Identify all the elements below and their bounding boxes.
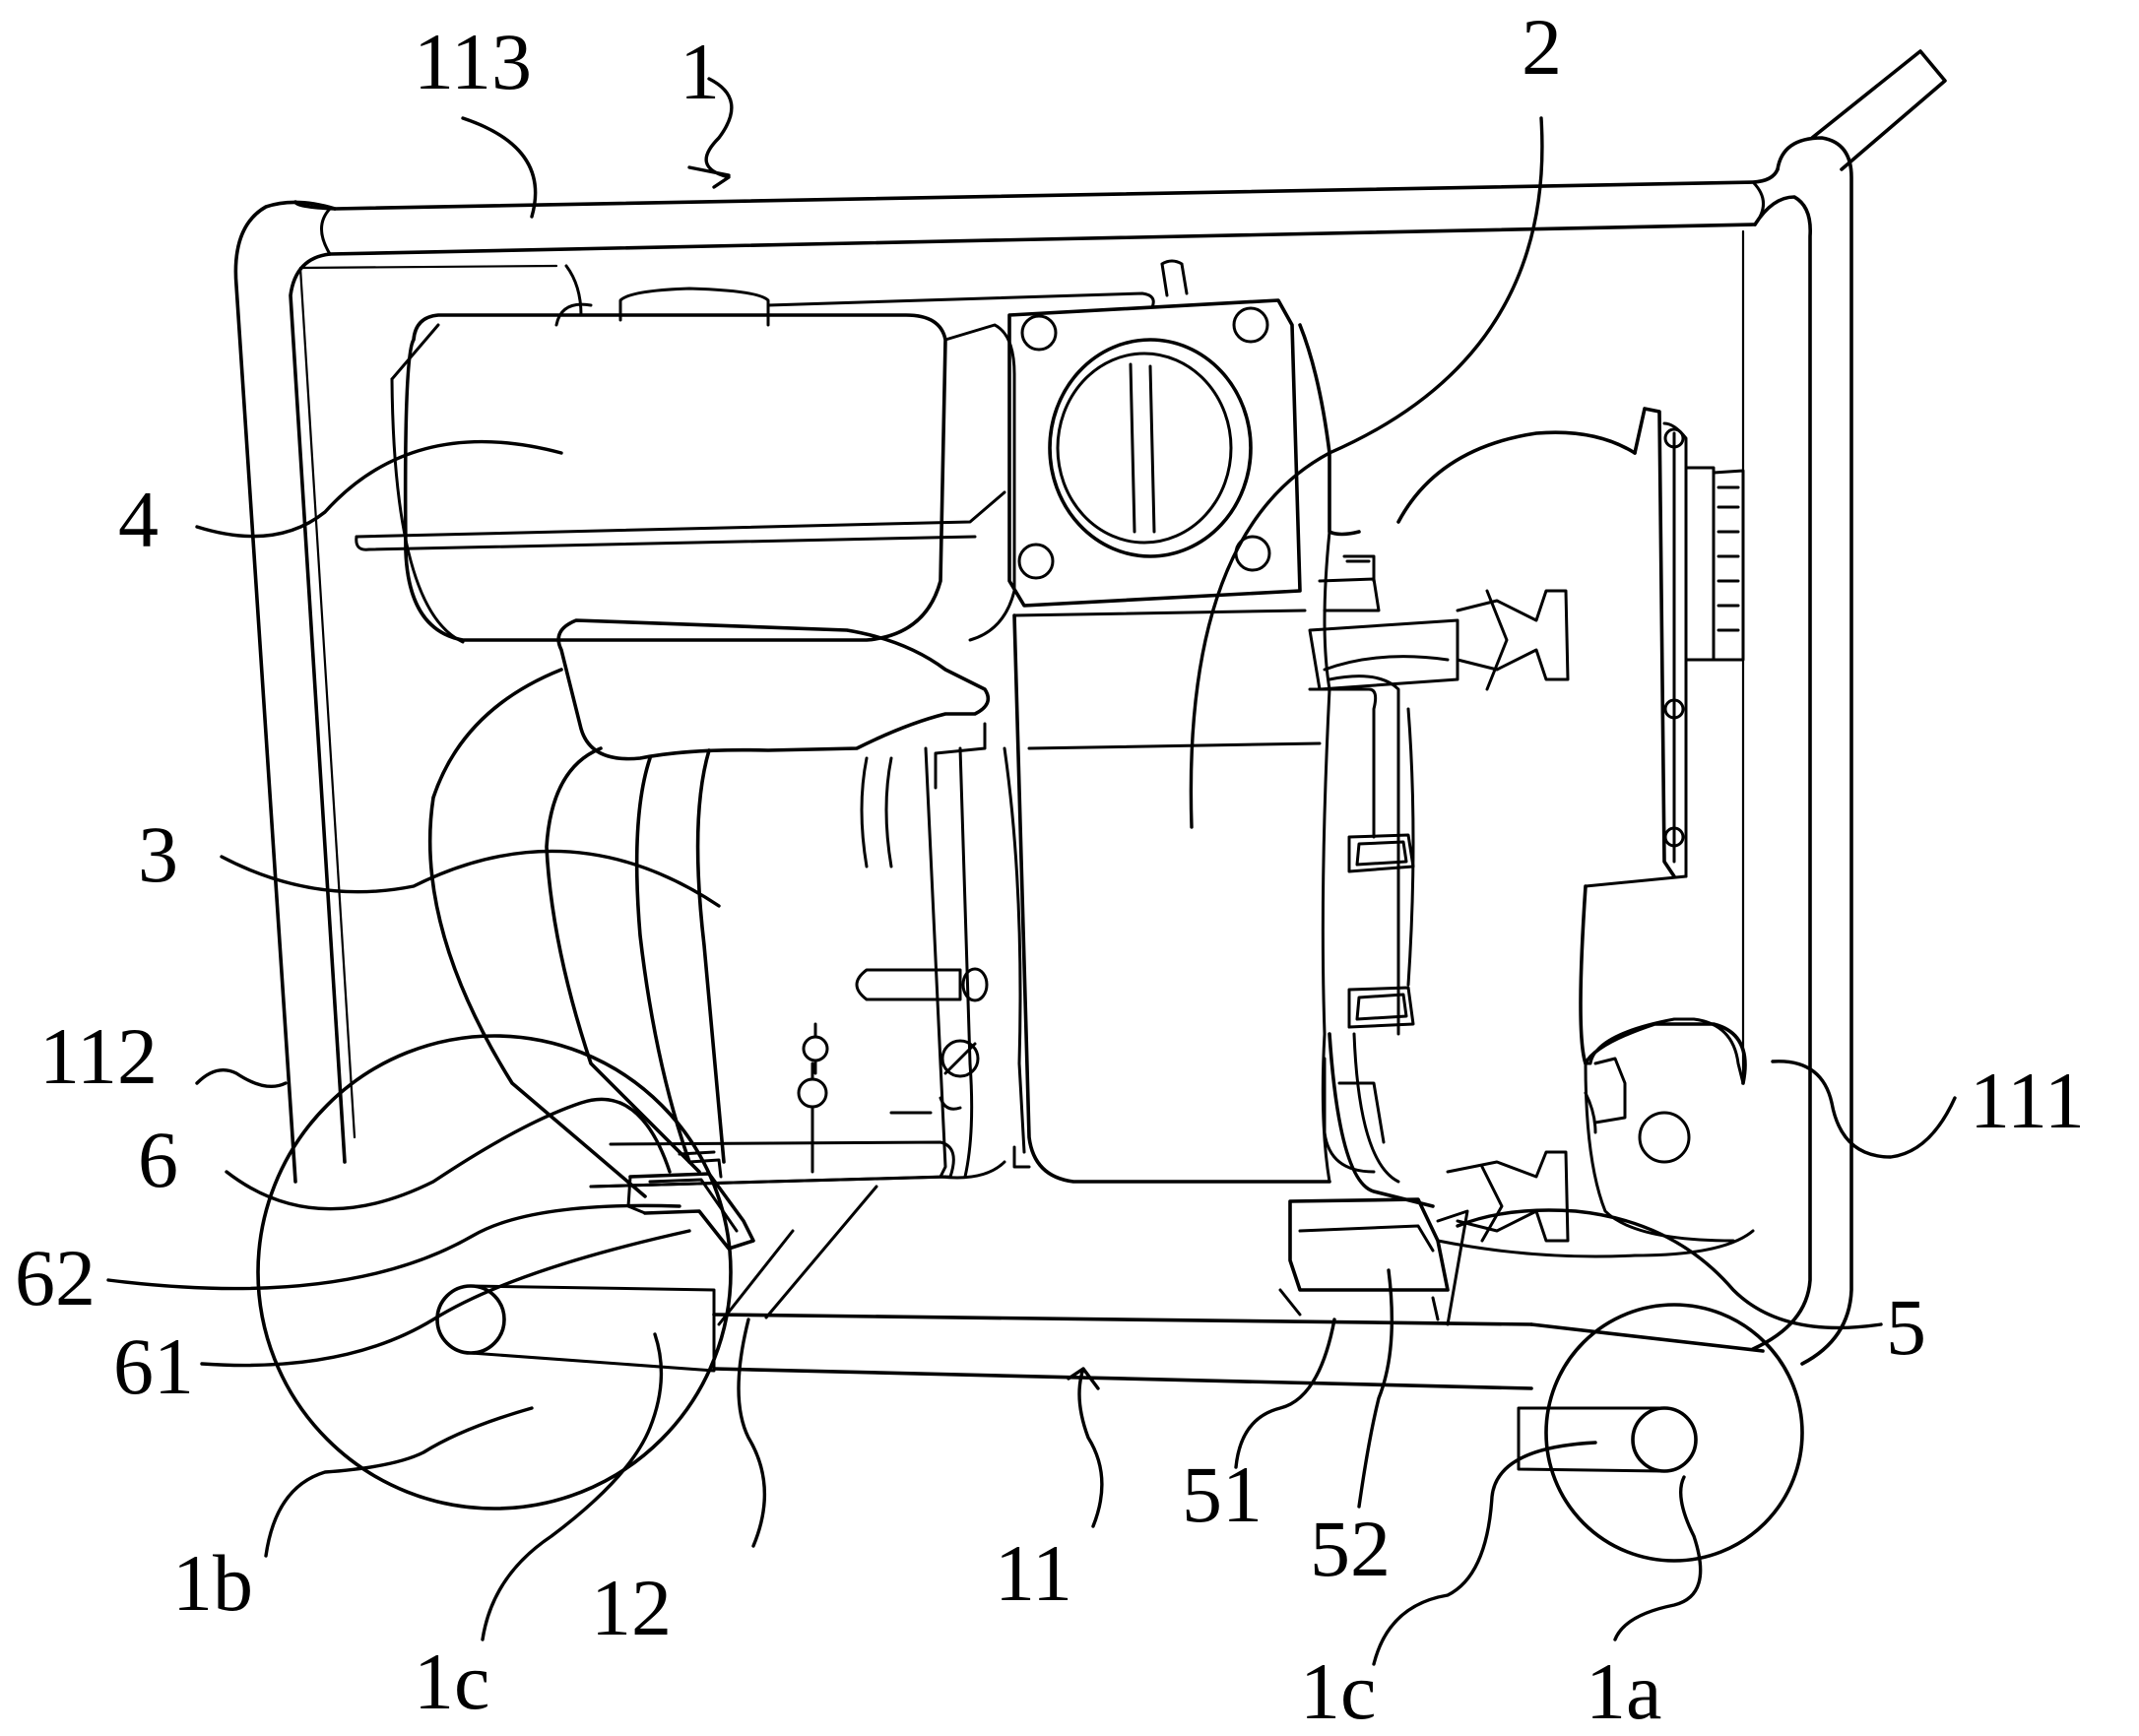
label-1b: 1b <box>172 1538 253 1628</box>
pump <box>1007 259 1755 1326</box>
label-51: 51 <box>1182 1449 1263 1539</box>
leader-lines <box>106 77 1957 1666</box>
label-1a: 1a <box>1586 1646 1661 1736</box>
label-3: 3 <box>138 809 178 899</box>
label-1: 1 <box>680 27 720 116</box>
fuel-tank <box>355 264 1155 644</box>
rear-wheel-1b <box>256 1034 733 1511</box>
label-61: 61 <box>113 1321 194 1411</box>
label-6: 6 <box>138 1115 178 1204</box>
engine-bracket <box>626 1150 755 1251</box>
label-113: 113 <box>414 17 532 106</box>
label-1c-left: 1c <box>414 1637 489 1726</box>
label-112: 112 <box>39 1011 158 1101</box>
label-62: 62 <box>15 1233 96 1322</box>
label-111: 111 <box>1970 1056 2085 1145</box>
frame <box>233 49 1947 1390</box>
engine <box>427 618 1031 1198</box>
label-5: 5 <box>1886 1282 1926 1372</box>
label-1c-right: 1c <box>1300 1646 1376 1736</box>
label-52: 52 <box>1310 1504 1391 1593</box>
label-4: 4 <box>118 475 159 564</box>
front-wheel-1a <box>1517 1303 1804 1563</box>
label-12: 12 <box>591 1563 672 1652</box>
label-2: 2 <box>1522 2 1562 92</box>
reference-labels: 113 1 2 4 3 112 111 6 62 61 5 11 12 51 5… <box>15 2 2085 1736</box>
label-11: 11 <box>995 1528 1072 1618</box>
